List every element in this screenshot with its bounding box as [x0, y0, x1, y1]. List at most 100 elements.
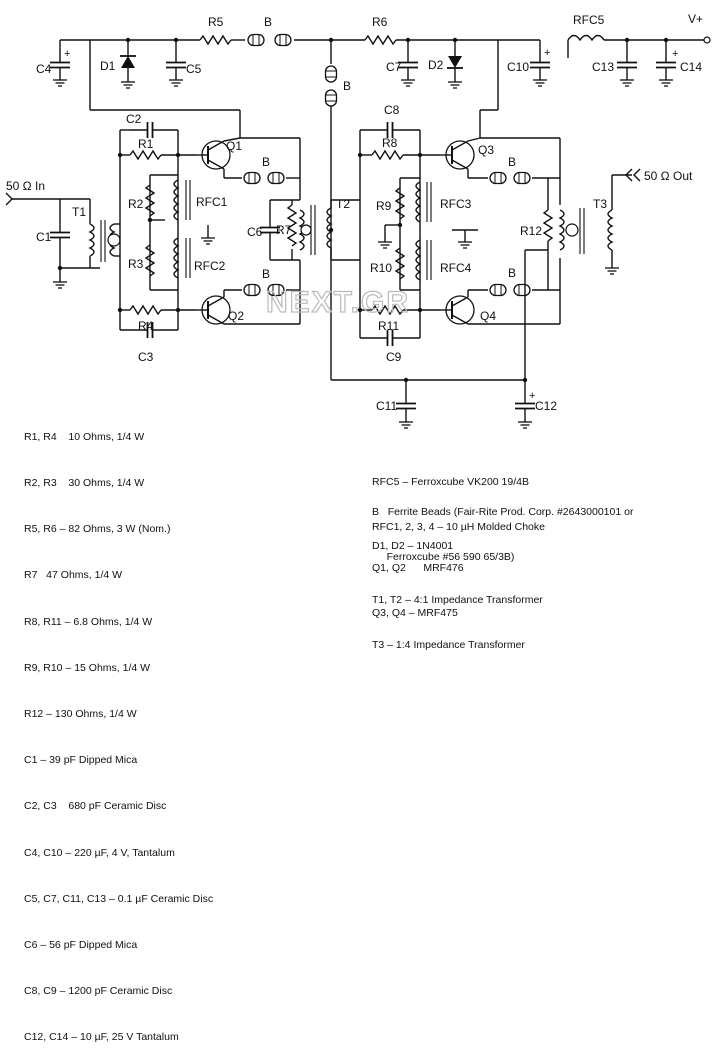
label-c5: C5 — [186, 62, 202, 76]
label-b-q4: B — [508, 266, 516, 280]
interstage-network — [259, 138, 360, 324]
label-c14: C14 — [680, 60, 702, 74]
label-b-q1: B — [262, 155, 270, 169]
label-r12: R12 — [520, 224, 542, 238]
label-input: 50 Ω In — [6, 179, 45, 193]
stage2-bias — [357, 121, 478, 347]
label-b-q3: B — [508, 155, 516, 169]
label-rfc2: RFC2 — [194, 259, 226, 273]
label-r9: R9 — [376, 199, 392, 213]
label-rfc5: RFC5 — [573, 13, 605, 27]
legend-line: R8, R11 – 6.8 Ohms, 1/4 W — [24, 615, 153, 628]
label-output: 50 Ω Out — [644, 169, 693, 183]
c10-capacitor — [529, 40, 551, 87]
label-r5: R5 — [208, 15, 224, 29]
plus-c4: + — [64, 48, 70, 60]
legend-line: C12, C14 – 10 µF, 25 V Tantalum — [24, 1031, 179, 1044]
legend-line: R9, R10 – 15 Ohms, 1/4 W — [24, 661, 151, 674]
label-t2: T2 — [336, 197, 350, 211]
label-q2: Q2 — [228, 309, 244, 323]
parts-list-transformers: T1, T2 – 4:1 Impedance Transformer T3 – … — [372, 564, 543, 668]
plus-c14: + — [672, 48, 678, 60]
supply-rail — [60, 33, 711, 58]
label-r7: R7 — [276, 223, 292, 237]
label-c9: C9 — [386, 350, 402, 364]
label-t3: T3 — [593, 197, 607, 211]
c13-capacitor — [616, 40, 638, 87]
legend-line: RFC5 – Ferroxcube VK200 19/4B — [372, 476, 529, 489]
input-network — [5, 192, 121, 289]
label-c1: C1 — [36, 230, 52, 244]
q3-transistor — [440, 137, 560, 185]
c5-capacitor — [165, 40, 187, 87]
legend-line: T1, T2 – 4:1 Impedance Transformer — [372, 594, 543, 607]
label-b-q2: B — [262, 267, 270, 281]
label-r6: R6 — [372, 15, 388, 29]
legend-line: C2, C3 680 pF Ceramic Disc — [24, 800, 167, 813]
label-r3: R3 — [128, 257, 144, 271]
label-c2: C2 — [126, 112, 142, 126]
label-r2: R2 — [128, 197, 144, 211]
parts-list-left: R1, R4 10 Ohms, 1/4 W R2, R3 30 Ohms, 1/… — [24, 399, 213, 1061]
plus-c12: + — [529, 390, 535, 402]
label-vplus: V+ — [688, 12, 703, 26]
label-t1: T1 — [72, 205, 86, 219]
d2-diode — [447, 40, 463, 89]
label-r1: R1 — [138, 137, 154, 151]
legend-line: Q1, Q2 MRF476 — [372, 562, 464, 575]
bottom-bypass — [331, 249, 548, 429]
label-r11: R11 — [378, 319, 399, 333]
plus-c10: + — [544, 47, 550, 59]
label-r8: R8 — [382, 136, 398, 150]
legend-line: Ferroxcube #56 590 65/3B) — [372, 550, 515, 563]
legend-line: R5, R6 – 82 Ohms, 3 W (Nom.) — [24, 523, 171, 536]
legend-line: C8, C9 – 1200 pF Ceramic Disc — [24, 985, 173, 998]
legend-line: B Ferrite Beads (Fair-Rite Prod. Corp. #… — [372, 506, 634, 519]
label-b-vert: B — [343, 79, 351, 93]
legend-line: D1, D2 – 1N4001 — [372, 539, 454, 552]
parts-list-diodes: D1, D2 – 1N4001 — [372, 508, 453, 570]
label-c6: C6 — [247, 225, 263, 239]
label-q3: Q3 — [478, 143, 494, 157]
label-c10: C10 — [507, 60, 529, 74]
label-c4: C4 — [36, 62, 52, 76]
parts-list-chokes: RFC5 – Ferroxcube VK200 19/4B RFC1, 2, 3… — [372, 446, 545, 550]
q1-transistor — [196, 137, 300, 185]
legend-line: R12 – 130 Ohms, 1/4 W — [24, 708, 137, 721]
q2-transistor — [196, 283, 300, 325]
bias-feeds — [89, 40, 499, 138]
parts-list-beads: B Ferrite Beads (Fair-Rite Prod. Corp. #… — [372, 476, 633, 580]
c14-capacitor — [655, 40, 677, 87]
c7-capacitor — [397, 40, 419, 87]
legend-line: C5, C7, C11, C13 – 0.1 µF Ceramic Disc — [24, 892, 214, 905]
label-rfc4: RFC4 — [440, 261, 472, 275]
output-network — [542, 138, 641, 324]
legend-line: C4, C10 – 220 µF, 4 V, Tantalum — [24, 846, 175, 859]
label-c13: C13 — [592, 60, 614, 74]
label-rfc1: RFC1 — [196, 195, 228, 209]
q4-transistor — [440, 283, 560, 325]
c4-capacitor — [49, 40, 71, 87]
legend-line: RFC1, 2, 3, 4 – 10 µH Molded Choke — [372, 520, 545, 533]
legend-line: T3 – 1:4 Impedance Transformer — [372, 638, 525, 651]
label-b-top: B — [264, 15, 272, 29]
label-c7: C7 — [386, 60, 402, 74]
label-q1: Q1 — [226, 139, 242, 153]
label-c11: C11 — [376, 399, 397, 413]
label-r4: R4 — [138, 319, 154, 333]
label-c3: C3 — [138, 350, 154, 364]
label-rfc3: RFC3 — [440, 197, 472, 211]
watermark: NEXT.GR — [266, 286, 410, 319]
label-d2: D2 — [428, 58, 444, 72]
legend-line: R7 47 Ohms, 1/4 W — [24, 569, 123, 582]
legend-line: C1 – 39 pF Dipped Mica — [24, 754, 138, 767]
label-d1: D1 — [100, 59, 116, 73]
legend-line: R1, R4 10 Ohms, 1/4 W — [24, 430, 145, 443]
label-r10: R10 — [370, 261, 392, 275]
label-c12: C12 — [535, 399, 557, 413]
vertical-bead-feed — [324, 40, 338, 380]
circuit-schematic: R5 B R6 RFC5 V+ + C4 D1 C5 B C7 D2 — [5, 12, 711, 429]
stage1-bias — [117, 121, 216, 339]
label-q4: Q4 — [480, 309, 496, 323]
legend-line: R2, R3 30 Ohms, 1/4 W — [24, 477, 145, 490]
